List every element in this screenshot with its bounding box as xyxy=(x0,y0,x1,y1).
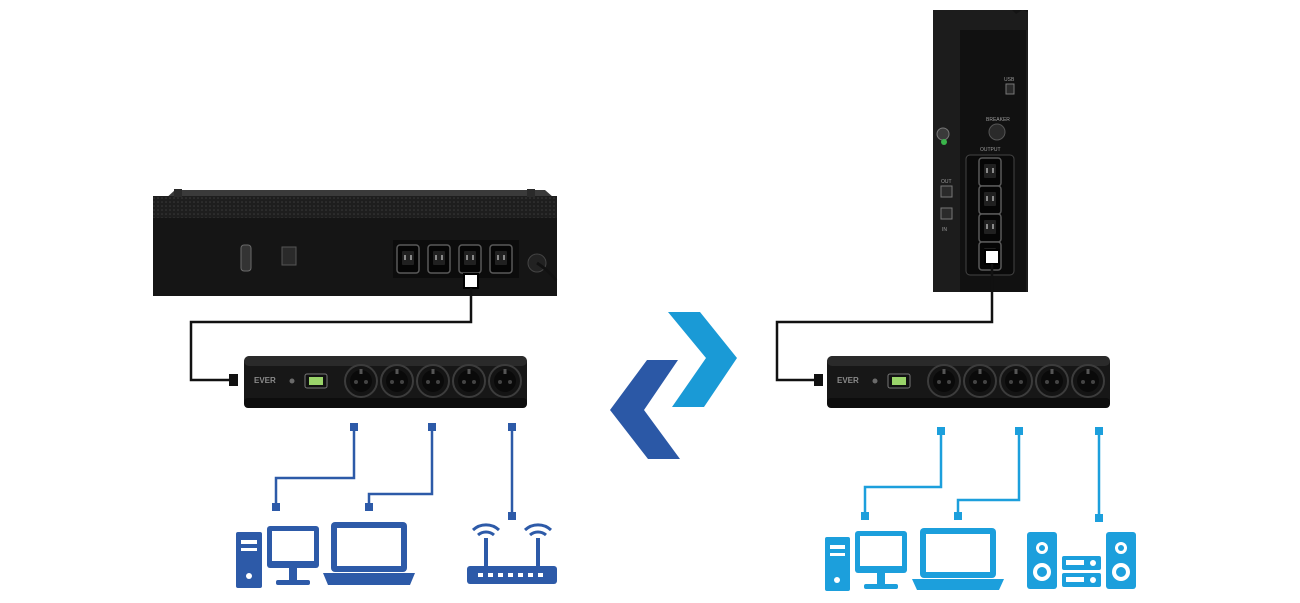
usb-label: USB xyxy=(1004,77,1015,83)
left-chevron-icon xyxy=(610,360,680,459)
desktop-computer-icon xyxy=(236,526,319,588)
in-label: IN xyxy=(942,227,947,233)
brand-label: EVER xyxy=(254,376,276,385)
ground-screw-icon xyxy=(936,127,950,141)
usb-port-icon xyxy=(1005,83,1015,95)
device-cables-right xyxy=(863,432,1101,517)
network-port-icon xyxy=(281,246,297,266)
laptop-icon xyxy=(323,522,415,585)
ups-to-strip-cable-left xyxy=(189,273,479,386)
serial-port-icon xyxy=(240,244,252,272)
breaker-label: BREAKER xyxy=(986,117,1010,123)
stereo-speakers-icon xyxy=(1027,532,1136,589)
tower-ups: USB BREAKER OUTPUT OUT IN xyxy=(933,10,1028,292)
device-cables-left xyxy=(274,428,514,515)
output-label: OUTPUT xyxy=(980,147,1001,153)
brand-label: EVER xyxy=(837,376,859,385)
out-label: OUT xyxy=(941,179,952,185)
exchange-arrows-icon xyxy=(610,312,737,459)
out-port-icon xyxy=(940,185,953,198)
in-port-icon xyxy=(940,207,953,220)
wifi-router-icon xyxy=(467,523,557,584)
power-strip-right: EVER xyxy=(827,356,1110,408)
rack-ups xyxy=(153,189,558,296)
desktop-computer-icon xyxy=(825,531,907,591)
laptop-icon xyxy=(912,528,1004,590)
right-chevron-icon xyxy=(668,312,737,407)
ups-to-strip-cable-right xyxy=(775,249,1000,386)
breaker-icon xyxy=(988,123,1006,141)
power-strip-left: EVER xyxy=(244,356,527,408)
